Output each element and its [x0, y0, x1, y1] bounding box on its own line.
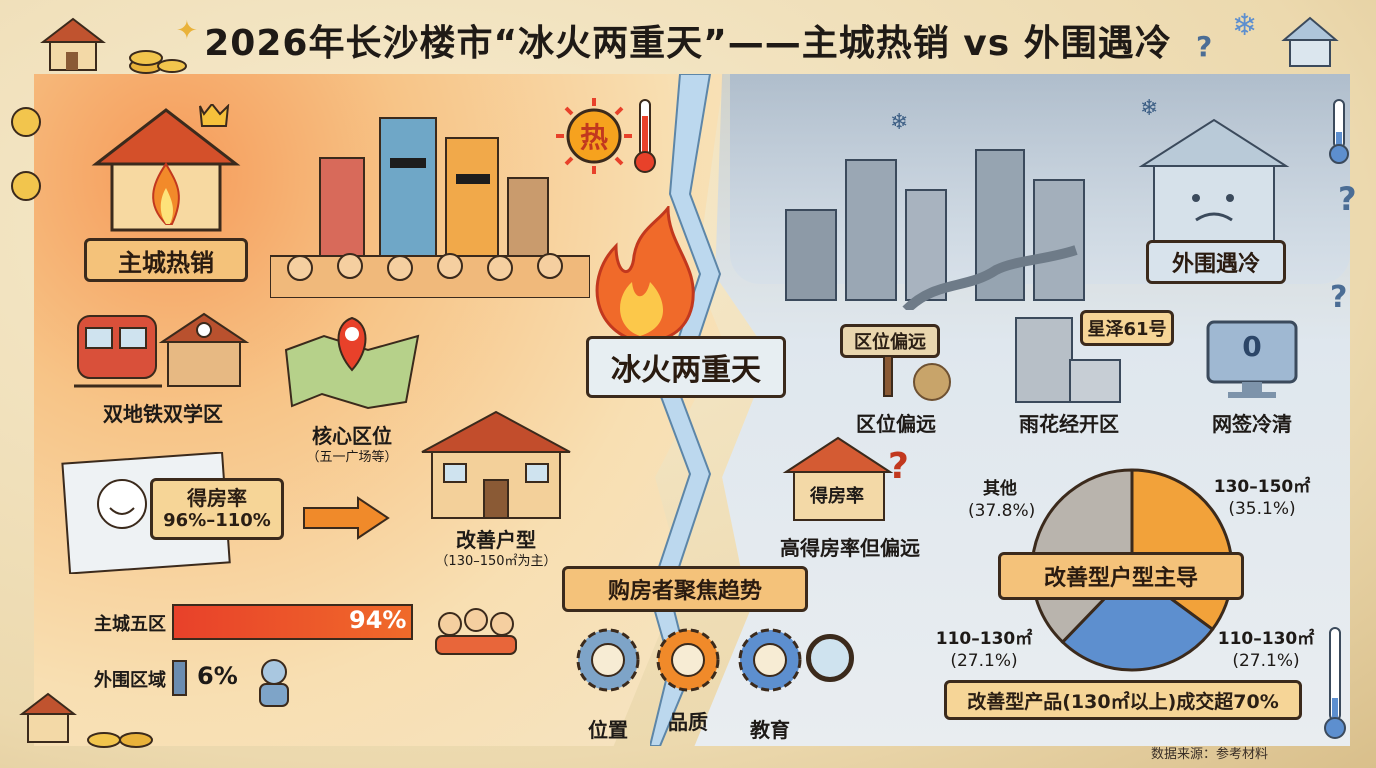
thermometer-cold-icon	[1324, 627, 1346, 739]
share-bar	[172, 604, 413, 640]
hot-city-banner: 主城热销	[84, 238, 248, 282]
frozen-sad-house-icon	[1138, 118, 1290, 243]
focus-item-label: 位置	[588, 718, 628, 742]
bar-label: 主城五区	[94, 614, 166, 635]
bar-label: 外围区域	[94, 670, 166, 691]
ratio-house-label: 得房率	[810, 486, 864, 507]
tumbleweed-icon	[883, 356, 951, 401]
pie-label-110-130-right-value: (27.1%)	[1232, 651, 1300, 672]
coin-stack-icon	[129, 50, 187, 74]
pie-label-other-value: (37.8%)	[968, 501, 1036, 522]
location-sublabel: （五一广场等）	[306, 450, 398, 465]
share-bar-value: 6%	[197, 662, 238, 690]
gray-building-icon	[1015, 317, 1121, 403]
snowflake-icon: ❄	[1140, 96, 1159, 121]
pie-label-110-130-right-name: 110–130㎡	[1217, 629, 1315, 649]
floor-ratio-tag: 得房率 96%–110%	[150, 478, 284, 540]
metro-school-icon	[74, 312, 250, 388]
share-bar-value: 94%	[349, 606, 407, 634]
hot-sun-label: 热	[579, 121, 608, 154]
sparkle-icon: ✦	[176, 16, 198, 46]
focus-item-label: 教育	[750, 718, 790, 742]
map-pin-icon	[284, 316, 420, 410]
compass-gear-icon	[576, 628, 640, 692]
ratio-house-icon	[782, 436, 894, 521]
snowflake-icon: ❄	[1232, 8, 1258, 43]
pie-label-110-130-left-name: 110–130㎡	[935, 629, 1033, 649]
coin-column-icon	[11, 107, 41, 201]
hot-skyline-illustration	[270, 117, 590, 298]
snowflake-icon: ❄	[890, 110, 909, 135]
remote-signpost: 区位偏远	[840, 324, 940, 358]
question-mark-icon: ?	[1330, 280, 1348, 315]
focus-item-label: 品质	[668, 710, 708, 734]
house-type-label: 改善户型	[456, 528, 536, 552]
pie-label-other-name: 其他	[983, 479, 1017, 499]
pie-slice	[1060, 568, 1215, 672]
question-mark-icon: ?	[1338, 180, 1357, 218]
improved-house-icon	[421, 410, 571, 519]
project-bubble: 星泽61号	[1080, 310, 1174, 346]
sign-label: 网签冷清	[1212, 412, 1292, 436]
pie-label-130-150: 130–150㎡ (35.1%)	[1206, 476, 1318, 520]
buyer-focus-banner: 购房者聚焦趋势	[562, 566, 808, 612]
fire-icon	[595, 206, 695, 344]
education-gear-icon	[738, 628, 802, 692]
pie-label-130-150-name: 130–150㎡	[1213, 477, 1311, 497]
coin-stack-icon	[87, 732, 153, 748]
house-type-sublabel: （130–150㎡为主）	[435, 554, 557, 569]
question-mark-icon: ?	[1196, 30, 1213, 63]
share-bar	[172, 660, 187, 696]
location-label: 核心区位	[312, 424, 392, 448]
hot-sun-icon	[556, 98, 632, 174]
house-icon	[40, 17, 106, 71]
pie-label-110-130-left: 110–130㎡ (27.1%)	[928, 628, 1040, 672]
pie-label-130-150-value: (35.1%)	[1228, 499, 1296, 520]
ratio-value: 96%–110%	[163, 510, 271, 532]
page-title: 2026年长沙楼市“冰火两重天”——主城热销 vs 外围遇冷	[204, 23, 1172, 64]
cold-outer-banner: 外围遇冷	[1146, 240, 1286, 284]
remote-label: 区位偏远	[856, 412, 936, 436]
frozen-house-icon	[1281, 16, 1339, 67]
pie-label-110-130-left-value: (27.1%)	[950, 651, 1018, 672]
ice-fire-banner: 冰火两重天	[586, 336, 786, 398]
cold-person-icon	[259, 659, 289, 707]
pie-label-other: 其他 (37.8%)	[968, 478, 1036, 522]
ratio-caption: 高得房率但偏远	[780, 536, 920, 560]
sign-count: 0	[1242, 330, 1262, 363]
cold-skyline-illustration	[785, 149, 1085, 310]
empty-monitor-icon	[1206, 320, 1298, 398]
source-note: 数据来源：参考材料	[1150, 747, 1268, 762]
arrow-right-icon	[303, 496, 390, 540]
question-mark-icon: ?	[888, 446, 909, 487]
pie-banner: 改善型户型主导	[998, 552, 1244, 600]
burning-house-icon	[91, 104, 241, 232]
thermometer-hot-icon	[634, 99, 656, 173]
magnifier-icon	[806, 634, 854, 682]
house-icon	[19, 692, 77, 743]
pie-footer: 改善型产品(130㎡以上)成交超70%	[944, 680, 1302, 720]
pie-label-110-130-right: 110–130㎡ (27.1%)	[1210, 628, 1322, 672]
metro-school-label: 双地铁双学区	[103, 402, 223, 426]
handshake-gear-icon	[656, 628, 720, 692]
ratio-label: 得房率	[187, 486, 247, 511]
cheering-crowd-icon	[435, 608, 517, 655]
district-label: 雨花经开区	[1019, 412, 1119, 436]
thermometer-cold-icon	[1329, 99, 1349, 164]
